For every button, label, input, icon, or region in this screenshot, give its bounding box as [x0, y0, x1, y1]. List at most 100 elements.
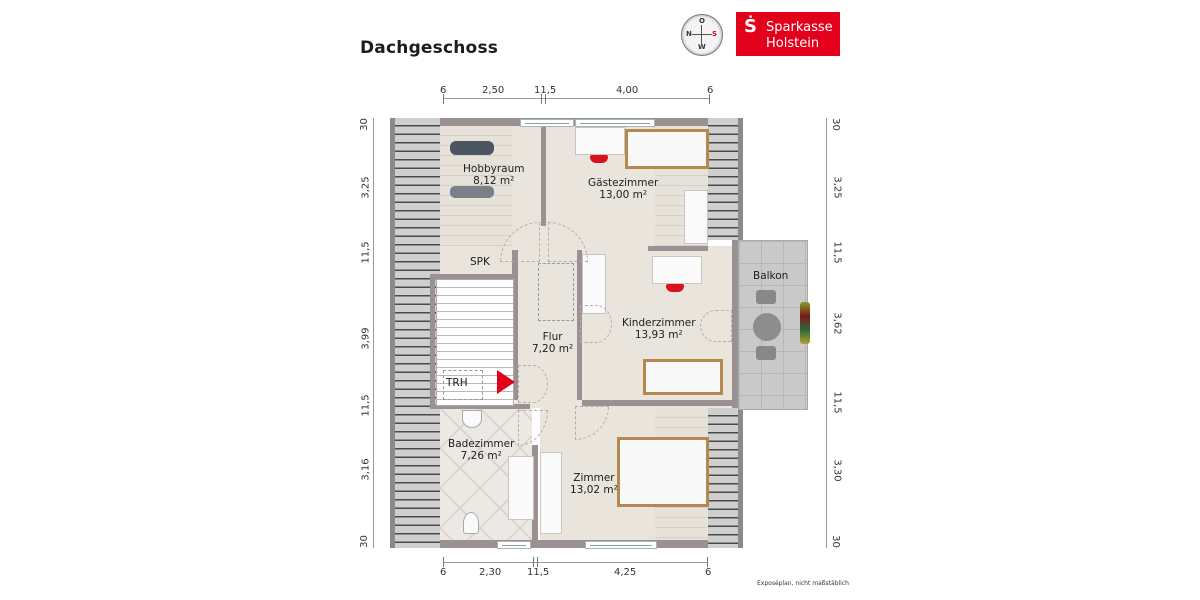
wardrobe-zimmer	[540, 452, 562, 534]
room-area: 13,00 m²	[599, 189, 648, 201]
room-gaestezimmer: Gästezimmer 13,00 m²	[588, 177, 658, 201]
window-zimmer	[585, 541, 657, 549]
wall-spk-bottom	[430, 274, 514, 279]
floor-title: Dachgeschoss	[360, 38, 499, 58]
room-balkon: Balkon	[753, 270, 788, 282]
compass-top-label: O	[699, 17, 705, 25]
right-dimension-line	[826, 118, 827, 548]
wall-bottom	[440, 540, 708, 548]
room-area: 7,26 m²	[460, 450, 502, 462]
compass-bottom-label: W	[698, 43, 706, 51]
bottom-dim-2: 11,5	[527, 567, 550, 578]
shelf-flur	[582, 254, 606, 314]
bed-gaestezimmer	[625, 129, 709, 169]
wall-top	[440, 118, 708, 126]
room-name: Hobbyraum	[463, 163, 525, 175]
right-dim-2: 11,5	[831, 241, 843, 264]
wall-hobby-gaeste	[541, 126, 546, 226]
right-dim-6: 30	[829, 535, 841, 548]
roof-slope-right-bottom	[708, 408, 743, 548]
left-dim-4: 11,5	[360, 394, 372, 417]
sparkasse-s-icon: Ṡ	[744, 16, 757, 37]
room-name: SPK	[470, 256, 490, 268]
wall-bad-zimmer	[532, 445, 538, 540]
balcony-chair-1	[756, 290, 776, 304]
room-spk: SPK	[470, 256, 490, 268]
top-dimension-line	[443, 98, 710, 99]
room-kinderzimmer: Kinderzimmer 13,93 m²	[622, 317, 696, 341]
bathtub	[508, 456, 534, 520]
roof-slope-left	[390, 118, 445, 548]
chair-kinderzimmer	[666, 284, 684, 292]
motorcycle-icon	[450, 141, 494, 155]
compass-icon: O N W S	[681, 14, 723, 56]
logo-line-2: Holstein	[766, 36, 820, 51]
compass-right-label: S	[712, 30, 718, 38]
wardrobe-gaestezimmer	[684, 190, 708, 244]
compass-left-label: N	[686, 30, 692, 38]
room-area: 13,02 m²	[570, 484, 618, 496]
balcony-table	[753, 313, 781, 341]
room-name: Badezimmer	[448, 438, 515, 450]
footnote: Exposéplan, nicht maßstäblich	[757, 580, 849, 587]
room-flur: Flur 7,20 m²	[532, 331, 573, 355]
bottom-dim-1: 2,30	[479, 567, 502, 578]
window-hobbyraum	[520, 119, 574, 127]
bottom-dim-4: 6	[705, 567, 712, 578]
bottom-dim-0: 6	[440, 567, 447, 578]
room-area: 13,93 m²	[634, 329, 683, 341]
left-dim-2: 11,5	[360, 241, 372, 264]
top-dim-0: 6	[440, 85, 447, 96]
roof-hatch-flur	[538, 263, 574, 321]
right-dim-5: 3,30	[831, 459, 843, 482]
room-zimmer: Zimmer 13,02 m²	[570, 472, 618, 496]
room-name: Balkon	[753, 270, 789, 282]
room-name: Gästezimmer	[588, 177, 659, 189]
room-name: Kinderzimmer	[622, 317, 696, 329]
roof-slope-right-top	[708, 118, 743, 240]
left-dimension-line	[373, 118, 374, 548]
room-name: TRH	[446, 377, 468, 389]
right-dim-3: 3,62	[831, 312, 843, 335]
wall-kinder-zimmer	[582, 400, 732, 406]
room-area: 8,12 m²	[473, 175, 515, 187]
balcony-planter	[800, 302, 810, 344]
desk-kinderzimmer	[652, 256, 702, 284]
room-name: Zimmer	[573, 472, 615, 484]
door-arc-kinderzimmer	[580, 305, 612, 343]
right-dim-4: 11,5	[831, 391, 843, 414]
toilet-icon	[463, 512, 479, 534]
left-dim-3: 3,99	[360, 327, 372, 350]
trh-hatch	[443, 370, 483, 400]
entry-arrow-icon	[497, 370, 515, 394]
right-dim-1: 3,25	[831, 176, 843, 199]
top-dim-2: 11,5	[534, 85, 557, 96]
wall-bad-top	[430, 404, 530, 409]
room-badezimmer: Badezimmer 7,26 m²	[448, 438, 514, 462]
room-hobbyraum: Hobbyraum 8,12 m²	[463, 163, 525, 187]
wall-gaeste-kinder	[648, 246, 708, 251]
room-trh: TRH	[446, 377, 468, 389]
right-dim-0: 30	[829, 118, 841, 131]
wall-stair-flur	[512, 250, 518, 400]
window-gaestezimmer	[575, 119, 655, 127]
door-arc-stair	[518, 365, 548, 403]
desk-gaestezimmer	[575, 127, 625, 155]
bed-zimmer	[617, 437, 709, 507]
bed-kinderzimmer	[643, 359, 723, 395]
top-dim-1: 2,50	[482, 85, 505, 96]
bottom-dimension-line	[443, 562, 708, 563]
left-dim-6: 30	[358, 535, 370, 548]
top-dim-4: 6	[707, 85, 714, 96]
left-dim-1: 3,25	[360, 176, 372, 199]
wall-stair-left	[430, 274, 435, 408]
room-area: 7,20 m²	[532, 343, 574, 355]
balcony-chair-2	[756, 346, 776, 360]
left-dim-5: 3,16	[360, 458, 372, 481]
left-dim-0: 30	[358, 118, 370, 131]
sparkasse-logo: Ṡ Sparkasse Holstein	[736, 12, 840, 56]
bottom-dim-3: 4,25	[614, 567, 637, 578]
window-badezimmer	[497, 541, 531, 549]
top-dim-3: 4,00	[616, 85, 639, 96]
logo-line-1: Sparkasse	[766, 20, 833, 35]
